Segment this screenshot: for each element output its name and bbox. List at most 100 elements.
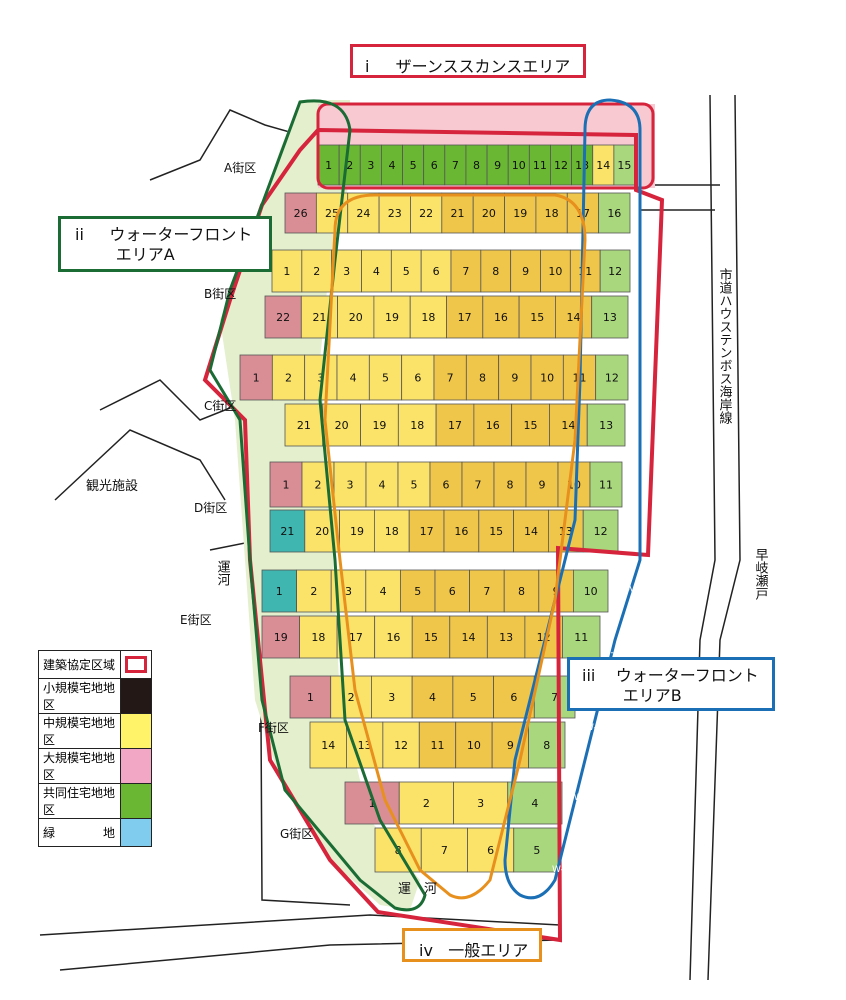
- lot-number: 18: [410, 419, 424, 432]
- lot-number: 1: [325, 159, 332, 172]
- lot-E2-11: [562, 615, 601, 659]
- lot-number: 14: [462, 631, 476, 644]
- lot-E2-17: [336, 615, 376, 659]
- lot-number: 19: [385, 311, 399, 324]
- legend-row: 大規模宅地地区: [38, 748, 152, 784]
- context-outlines: [39, 94, 741, 981]
- lot-number: 14: [567, 311, 581, 324]
- lot-number: 8: [543, 739, 550, 752]
- lot-D2-21: [269, 509, 306, 553]
- lot-number: 6: [414, 372, 421, 385]
- lot-number: 26: [294, 207, 308, 220]
- lot-F1-1: [289, 675, 332, 719]
- lot-number: 4: [429, 691, 436, 704]
- lot-number: 20: [349, 311, 363, 324]
- lot-B2-20: [337, 295, 375, 339]
- callout-ii-name1: ウォーターフロント: [109, 225, 253, 244]
- lot-number: 20: [482, 207, 496, 220]
- lot-B1-12: [599, 249, 631, 293]
- district-label-e: E街区: [180, 613, 212, 627]
- lot-B2-16: [482, 295, 520, 339]
- lot-C1-5: [368, 354, 403, 401]
- district-label-d: D街区: [194, 501, 227, 515]
- lot-D2-15: [478, 509, 514, 553]
- lot-C2-19: [360, 403, 399, 447]
- legend-label: 建築協定区域: [38, 650, 121, 679]
- tourist-facility-label: 観光施設: [86, 478, 138, 494]
- road-label: 市道ハウステンボス海岸線: [717, 267, 733, 424]
- legend-row: 中規模宅地地区: [38, 713, 152, 749]
- lot-number: 12: [605, 372, 619, 385]
- lot-C2-21: [284, 403, 324, 447]
- callout-ii-name2: エリアA: [115, 245, 175, 264]
- lot-number: 13: [575, 159, 589, 172]
- lot-number: 9: [511, 372, 518, 385]
- lot-number: 3: [317, 372, 324, 385]
- lot-number: 9: [494, 159, 501, 172]
- lot-C2-14: [549, 403, 588, 447]
- lot-number: 20: [335, 419, 349, 432]
- district-label-g: G街区: [280, 827, 313, 841]
- lot-number: 8: [507, 479, 514, 492]
- lot-number: 17: [349, 631, 363, 644]
- lot-number: 14: [524, 525, 538, 538]
- lot-G2-5: [513, 827, 561, 873]
- legend-swatch: [120, 650, 152, 679]
- lot-D1-1: [269, 461, 303, 508]
- lot-D1-9: [525, 461, 559, 508]
- lot-number: 15: [524, 419, 538, 432]
- lot-number: 3: [367, 159, 374, 172]
- lot-A2-26: [284, 192, 317, 234]
- lot-F2-10: [455, 721, 493, 769]
- lot-number: 3: [347, 479, 354, 492]
- lot-number: 12: [608, 265, 622, 278]
- lot-D2-14: [513, 509, 549, 553]
- lot-number: 18: [311, 631, 325, 644]
- lot-number: 9: [507, 739, 514, 752]
- lot-A2-18: [535, 192, 568, 234]
- lot-F2-12: [382, 721, 420, 769]
- legend-swatch: [120, 678, 152, 714]
- lot-number: 14: [596, 159, 610, 172]
- lot-C2-13: [586, 403, 626, 447]
- lot-G1-4: [507, 781, 563, 825]
- lot-number: 2: [310, 585, 317, 598]
- lot-number: 9: [522, 265, 529, 278]
- lot-number: 6: [431, 159, 438, 172]
- lot-F2-14: [309, 721, 347, 769]
- lot-number: 13: [603, 311, 617, 324]
- lot-number: 12: [594, 525, 608, 538]
- lot-B1-7: [450, 249, 482, 293]
- lot-C1-7: [433, 354, 467, 401]
- callout-area-iii: iii ウォーターフロント エリアB: [567, 657, 775, 711]
- lot-B2-14: [555, 295, 593, 339]
- lot-number: 17: [458, 311, 472, 324]
- lot-number: 2: [315, 479, 322, 492]
- lot-number: 1: [307, 691, 314, 704]
- lot-number: 21: [297, 419, 311, 432]
- lot-number: 19: [350, 525, 364, 538]
- callout-ii-roman: ii: [75, 225, 84, 244]
- lot-D2-16: [443, 509, 480, 553]
- lot-E2-16: [374, 615, 413, 659]
- lot-number: 24: [356, 207, 370, 220]
- lot-A2-19: [504, 192, 537, 234]
- lot-number: 5: [414, 585, 421, 598]
- w-label: W-Ⅰ: [552, 865, 566, 875]
- lot-number: 6: [510, 691, 517, 704]
- lot-number: 5: [410, 159, 417, 172]
- lot-C1-10: [530, 354, 564, 401]
- area-iv-outline: [323, 193, 587, 900]
- lot-A2-23: [378, 192, 411, 234]
- district-label-b: B街区: [204, 287, 236, 301]
- lot-G2-7: [420, 827, 468, 873]
- legend-row: 小規模宅地地区: [38, 678, 152, 714]
- lot-number: 7: [441, 844, 448, 857]
- lot-D1-11: [589, 461, 623, 508]
- lot-number: 3: [345, 585, 352, 598]
- lot-number: 7: [452, 159, 459, 172]
- callout-iii-name2: エリアB: [622, 686, 682, 705]
- legend-row: 緑 地: [38, 818, 152, 847]
- lot-number: 4: [531, 797, 538, 810]
